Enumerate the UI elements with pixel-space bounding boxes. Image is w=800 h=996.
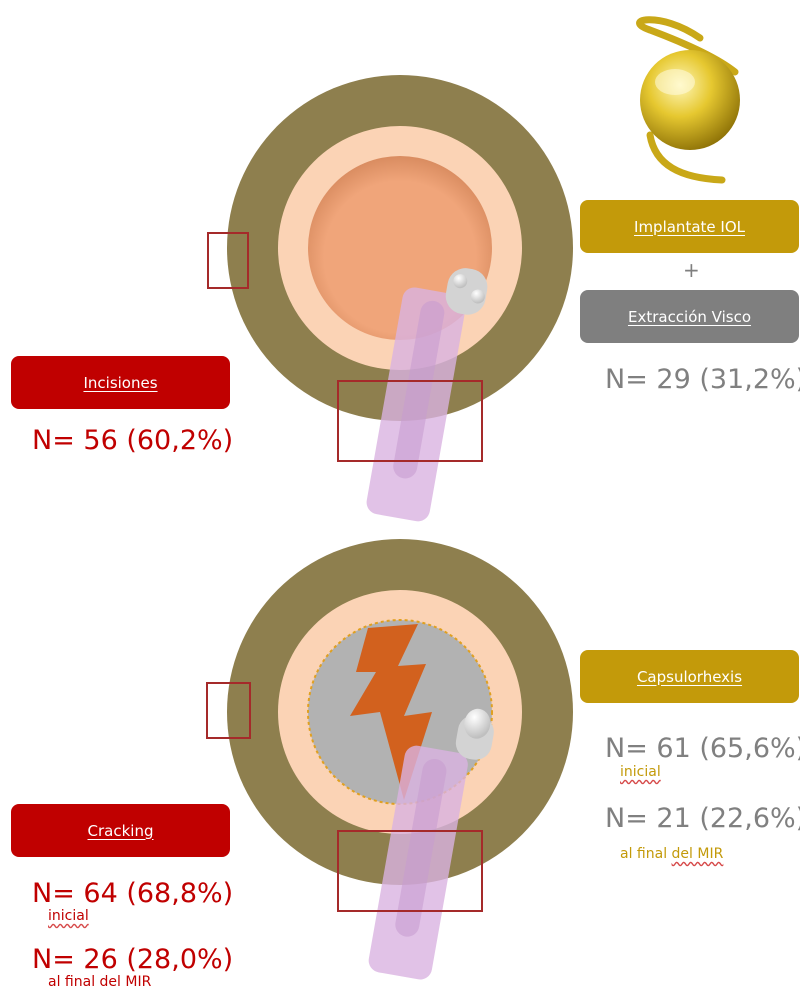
incisiones-label: Incisiones — [83, 374, 157, 392]
cracking-stat-initial: N= 64 (68,8%) — [32, 878, 233, 909]
plus-sign: + — [683, 258, 700, 282]
cracking-label: Cracking — [88, 822, 154, 840]
capsulorhexis-label-box: Capsulorhexis — [580, 650, 799, 703]
cracking-note-initial: inicial — [48, 908, 89, 924]
capsulorhexis-note-final: al final del MIR — [620, 846, 723, 862]
extraccion-visco-label-box: Extracción Visco — [580, 290, 799, 343]
eye-diagram-bottom — [207, 539, 573, 985]
extraccion-visco-label: Extracción Visco — [628, 308, 751, 326]
cracking-note-final: al final del MIR — [48, 974, 151, 990]
implantate-iol-label-box: Implantate IOL — [580, 200, 799, 253]
capsulorhexis-label: Capsulorhexis — [637, 668, 742, 686]
iol-lens-icon — [640, 20, 740, 180]
implantate-iol-label: Implantate IOL — [634, 218, 745, 236]
eye-diagram-top — [208, 75, 573, 526]
implantate-extraccion-stat: N= 29 (31,2%) — [605, 364, 800, 395]
capsulorhexis-stat-initial: N= 61 (65,6%) — [605, 733, 800, 764]
cracking-label-box: Cracking — [11, 804, 230, 857]
capsulorhexis-note-initial: inicial — [620, 764, 661, 780]
cracking-stat-final: N= 26 (28,0%) — [32, 944, 233, 975]
incisiones-stat: N= 56 (60,2%) — [32, 425, 233, 456]
capsulorhexis-stat-final: N= 21 (22,6%) — [605, 803, 800, 834]
incisiones-label-box: Incisiones — [11, 356, 230, 409]
